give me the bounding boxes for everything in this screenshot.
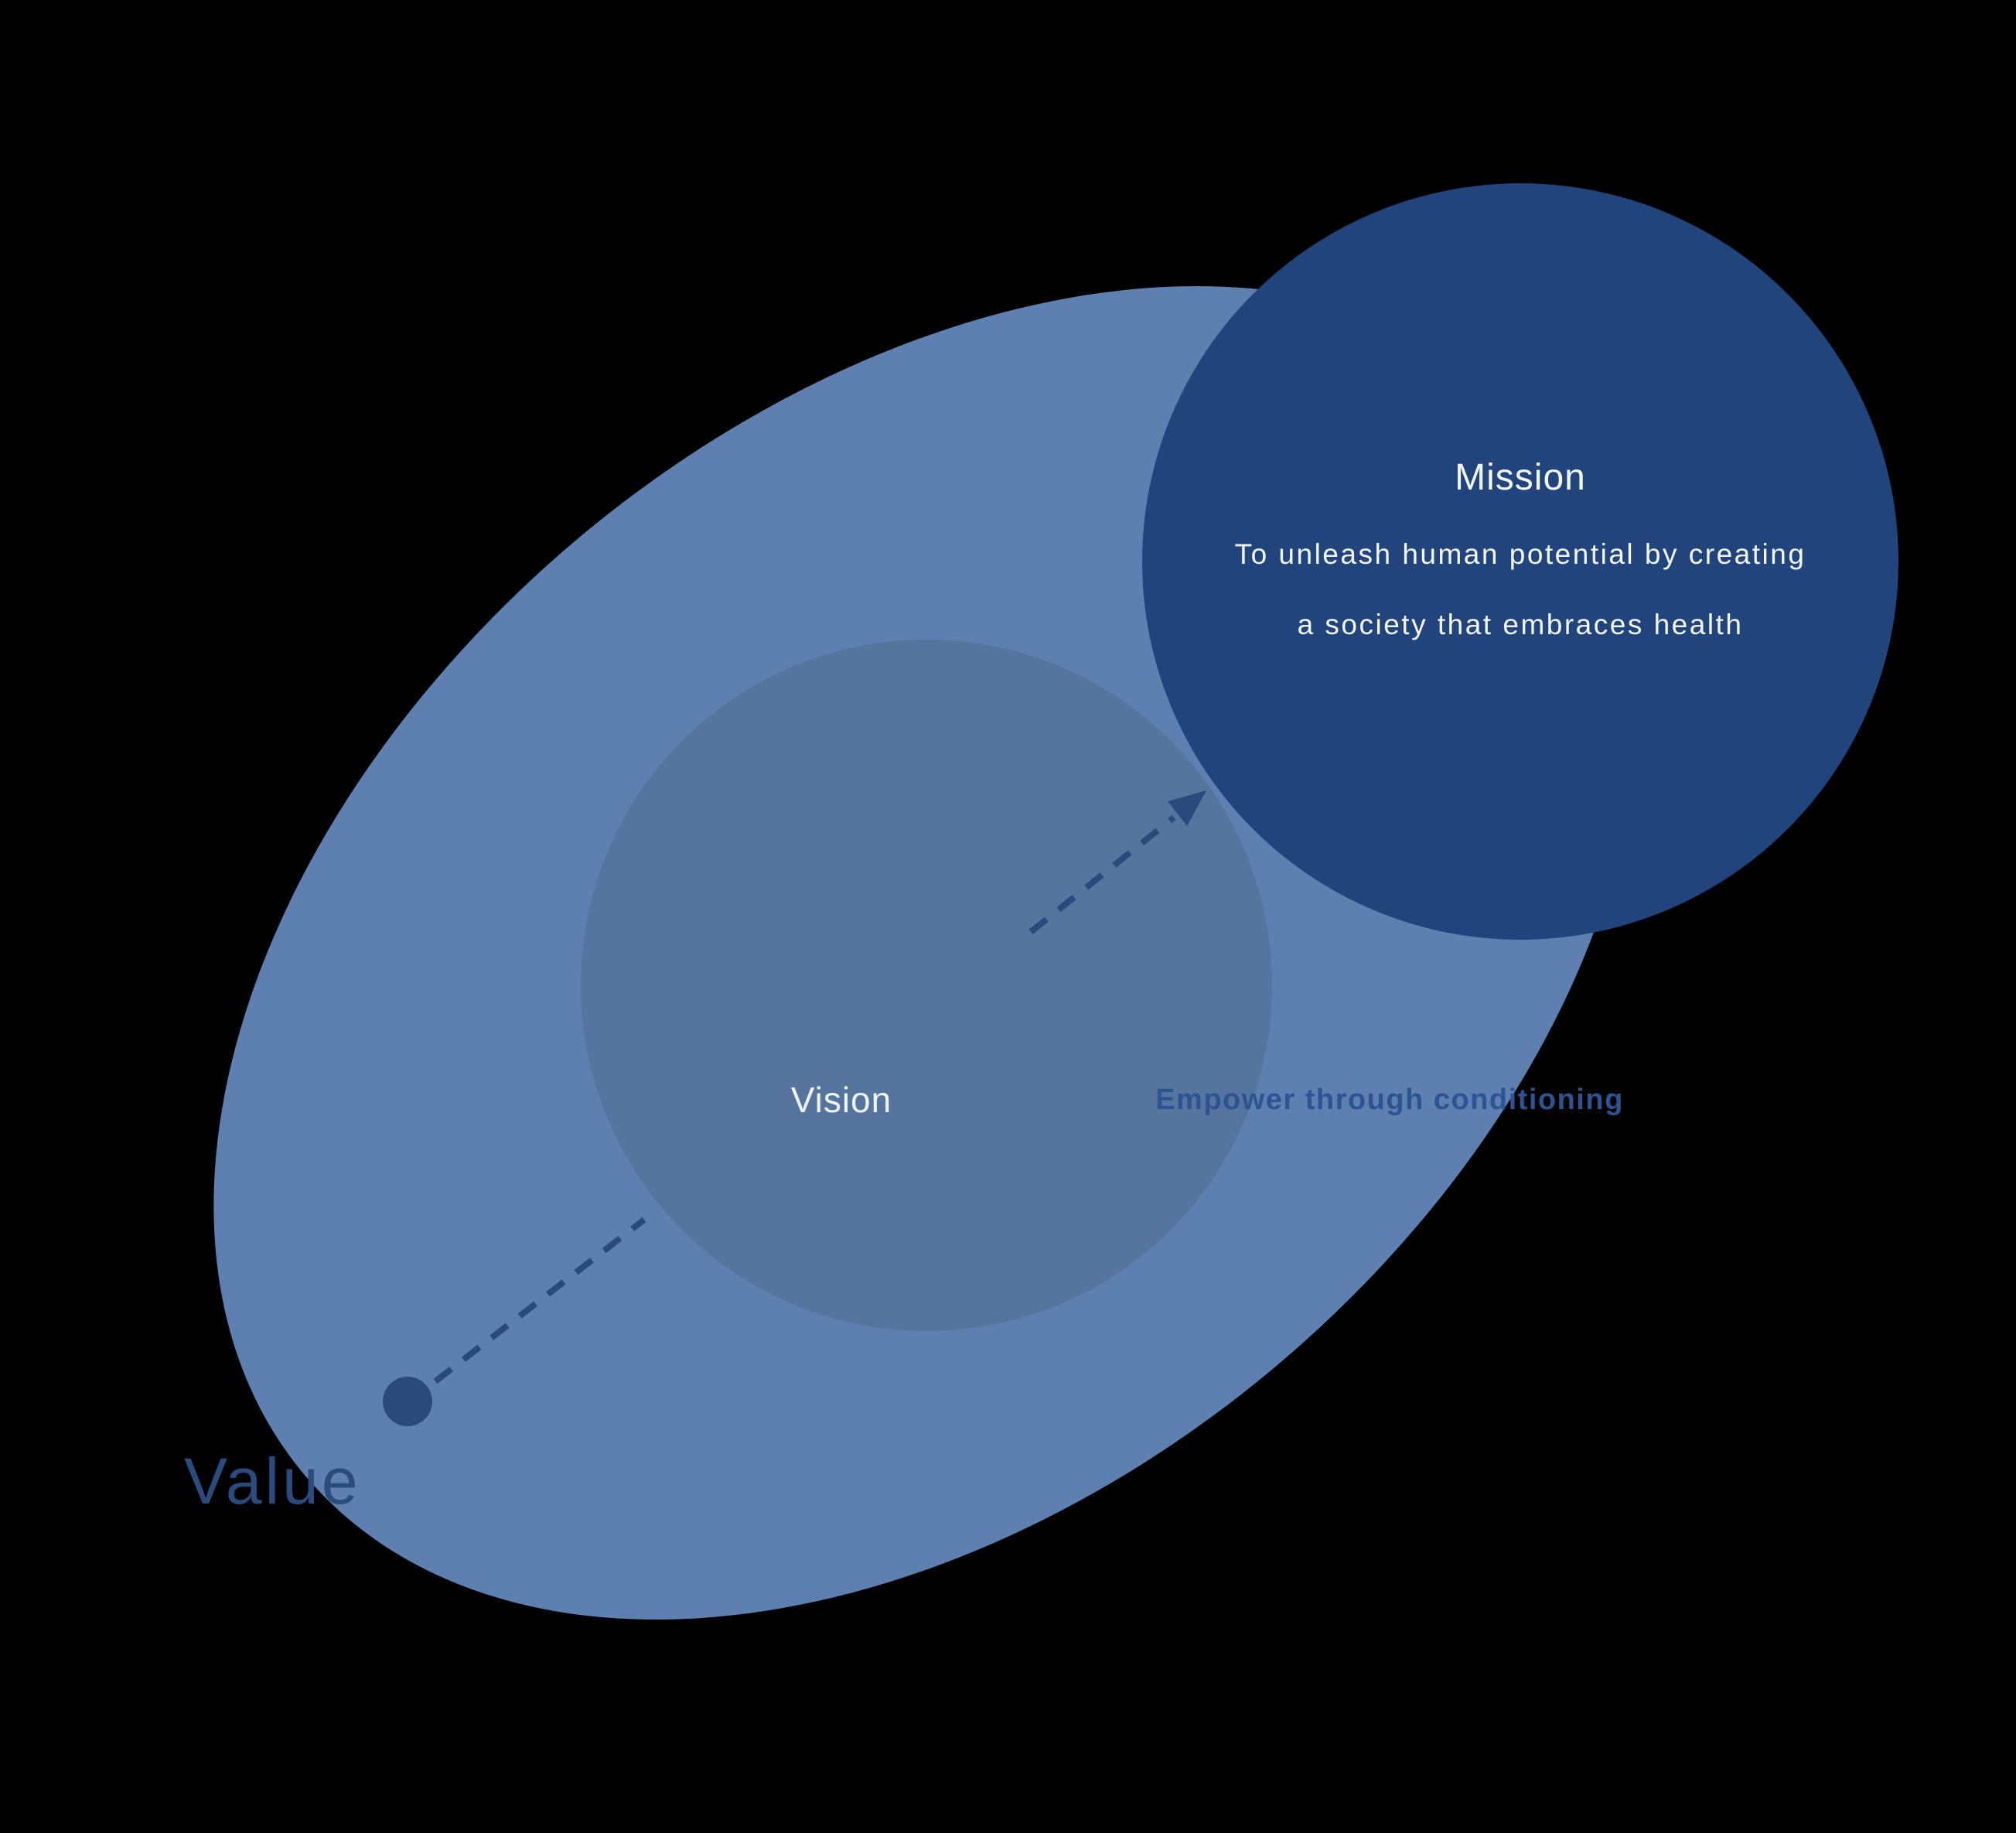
vision-to-mission-dashed-line xyxy=(1028,814,1176,935)
vision-circle xyxy=(581,640,1272,1331)
tagline-label: Empower through conditioning xyxy=(1155,1084,1624,1116)
mission-subtitle-line2: a society that embraces health xyxy=(1298,609,1744,640)
vision-label: Vision xyxy=(791,1080,892,1120)
value-dot xyxy=(383,1377,432,1426)
mission-title: Mission xyxy=(1455,457,1586,498)
arrowhead-icon xyxy=(1168,790,1206,826)
mission-circle xyxy=(1142,183,1898,940)
value-label: Value xyxy=(184,1445,361,1517)
mission-subtitle-line1: To unleash human potential by creating xyxy=(1235,538,1806,570)
value-to-vision-dashed-line xyxy=(433,1217,646,1384)
